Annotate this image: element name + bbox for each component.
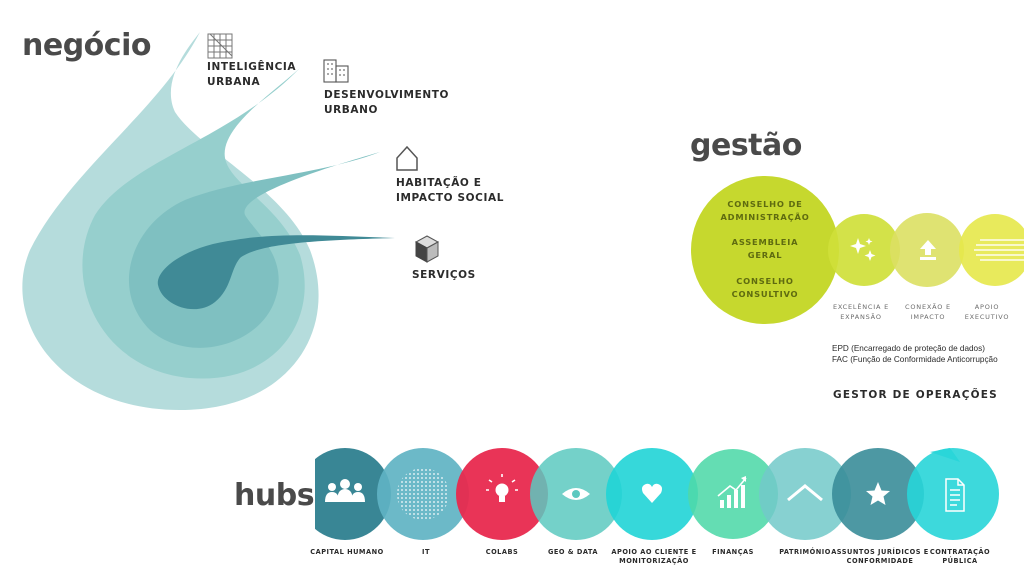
governance-circle [691, 176, 839, 324]
gestao-circle-3-label: APOIO EXECUTIVO [964, 303, 1010, 321]
gestao-title: gestão [690, 128, 802, 163]
hub-label-6: FINANÇAS [712, 548, 754, 556]
lines-icon [974, 239, 1024, 261]
hub-label-5: APOIO AO CLIENTE E MONITORIZAÇÃO [611, 548, 697, 565]
gestao-circle-1-label: EXCELÊNCIA E EXPANSÃO [833, 303, 889, 321]
negocio-item-3-label: HABITAÇÃO E IMPACTO SOCIAL [396, 177, 504, 204]
roof-icon [787, 484, 823, 502]
hub-label-1: CAPITAL HUMANO [310, 548, 384, 556]
negocio-title: negócio [22, 28, 151, 63]
document-icon [945, 478, 965, 512]
hubs-title: hubs [234, 478, 315, 513]
excellence-circle [828, 214, 900, 286]
hub-circle-9 [907, 448, 999, 540]
hub-label-2: IT [422, 548, 430, 556]
hub-circle-7 [759, 448, 851, 540]
note-fac: FAC (Função de Conformidade Anticorrupçã… [832, 355, 998, 364]
sparkles-icon [850, 238, 876, 261]
hub-label-3: COLABS [485, 548, 519, 556]
people-icon [325, 479, 365, 502]
negocio-item-4-label: SERVIÇOS [412, 269, 476, 281]
negocio-item-1-label: INTELIGÊNCIA URBANA [207, 61, 297, 88]
gestao-circle-2-label: CONEXÃO E IMPACTO [905, 303, 951, 321]
lightbulb-icon [486, 474, 518, 502]
hub-circle-6 [688, 449, 778, 539]
hub-circle-1 [315, 448, 391, 540]
star-icon [866, 482, 890, 505]
negocio-item-2-label: DESENVOLVIMENTO URBANO [324, 89, 450, 116]
hub-label-9: CONTRATAÇÃO PÚBLICA [929, 548, 991, 565]
growth-chart-icon [717, 476, 747, 508]
operations-label: GESTOR DE OPERAÇÕES [833, 389, 998, 401]
governance-item-2: ASSEMBLEIA GERAL [731, 237, 799, 260]
note-epd: EPD (Encarregado de proteção de dados) [832, 344, 985, 353]
heart-icon [642, 483, 662, 503]
drop-layer-4 [157, 235, 395, 310]
governance-item-3: CONSELHO CONSULTIVO [731, 276, 799, 299]
governance-item-1: CONSELHO DE ADMINISTRAÇÃO [720, 199, 810, 222]
hub-label-4: GEO & DATA [547, 548, 598, 556]
hub-label-7: PATRIMÓNIO [779, 548, 831, 556]
eye-icon [562, 488, 590, 500]
upload-icon [920, 240, 936, 260]
hub-label-8: ASSUNTOS JURÍDICOS E CONFORMIDADE [831, 548, 929, 565]
dot-pattern-icon [397, 468, 449, 520]
